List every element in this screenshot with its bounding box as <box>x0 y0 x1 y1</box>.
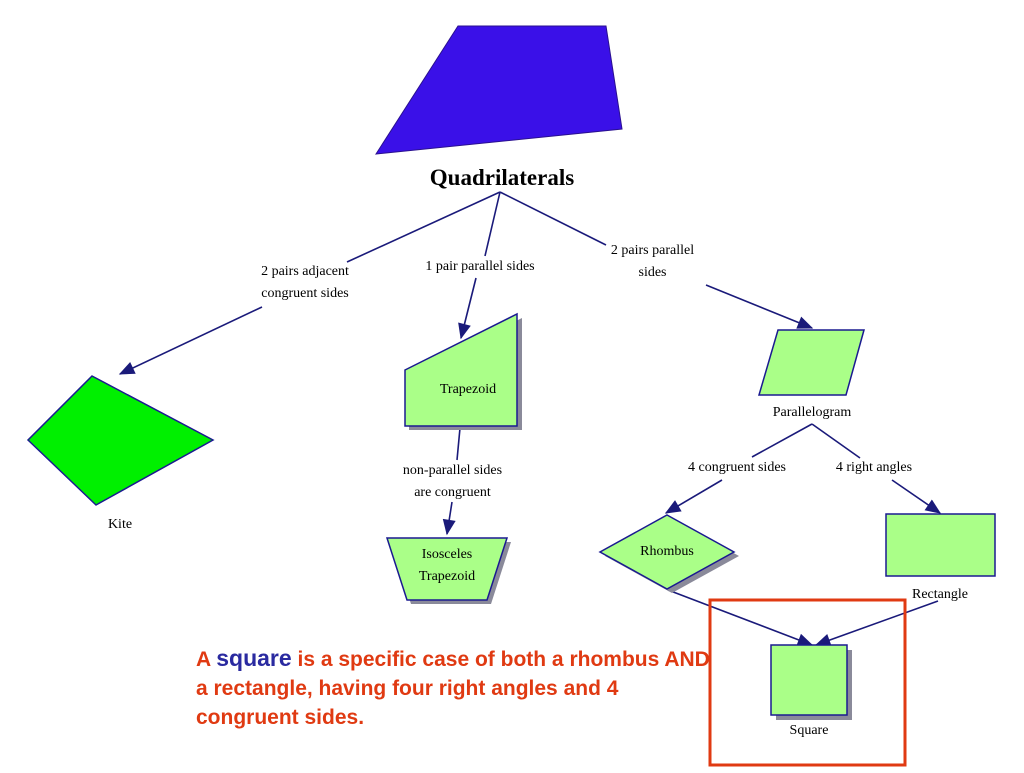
edge-parallelogram-rectangle-upper <box>811 423 861 459</box>
rectangle-shape <box>885 513 996 577</box>
edge-root-trapezoid-upper <box>484 191 501 257</box>
quadrilateral-shape <box>375 25 623 155</box>
edge-parallelogram-rhombus-upper <box>751 423 813 458</box>
edge-rhombus-square <box>667 589 814 646</box>
edge-label-trapezoid: 1 pair parallel sides <box>425 259 535 274</box>
caption-rest: is a specific case of both a rhombus AND… <box>196 648 710 729</box>
node-label-rectangle: Rectangle <box>912 587 968 602</box>
parallelogram-shape <box>757 329 865 396</box>
edge-label-isosceles: non-parallel sides are congruent <box>402 463 503 500</box>
node-label-kite: Kite <box>107 517 133 532</box>
edge-label-rhombus: 4 congruent sides <box>688 460 786 475</box>
edge-root-kite-lower <box>118 306 263 375</box>
caption-lead: A <box>196 648 217 671</box>
caption-text: A square is a specific case of both a rh… <box>196 644 716 732</box>
kite-shape <box>26 375 215 506</box>
edge-label-parallelogram: 2 pairs parallel sides <box>610 243 695 280</box>
edge-root-trapezoid-lower <box>458 277 477 340</box>
edge-rectangle-square <box>814 600 939 647</box>
edge-label-rectangle: 4 right angles <box>835 460 913 475</box>
edge-trapezoid-isosceles-lower <box>442 501 456 536</box>
edge-parallelogram-rhombus-lower <box>664 479 723 514</box>
edge-label-kite: 2 pairs adjacent congruent sides <box>261 264 349 301</box>
rhombus-shape <box>598 514 736 590</box>
square-highlight-box <box>708 598 907 767</box>
square-shape <box>770 644 848 716</box>
root-title: Quadrilaterals <box>429 165 575 190</box>
trapezoid-shape <box>404 312 518 427</box>
edge-root-kite-upper <box>346 191 501 263</box>
edge-trapezoid-isosceles-upper <box>456 427 461 461</box>
edge-root-parallelogram-lower <box>705 284 814 329</box>
edge-root-parallelogram-upper <box>499 191 607 246</box>
node-label-square: Square <box>789 723 829 738</box>
caption-emphasis: square <box>216 645 292 671</box>
node-label-rhombus: Rhombus <box>640 544 694 559</box>
edge-parallelogram-rectangle-lower <box>891 479 942 514</box>
isosceles-trapezoid-shape <box>385 537 509 601</box>
node-label-parallelogram: Parallelogram <box>772 405 852 420</box>
node-label-trapezoid: Trapezoid <box>439 382 497 397</box>
node-label-isosceles: Isosceles Trapezoid <box>418 547 476 584</box>
